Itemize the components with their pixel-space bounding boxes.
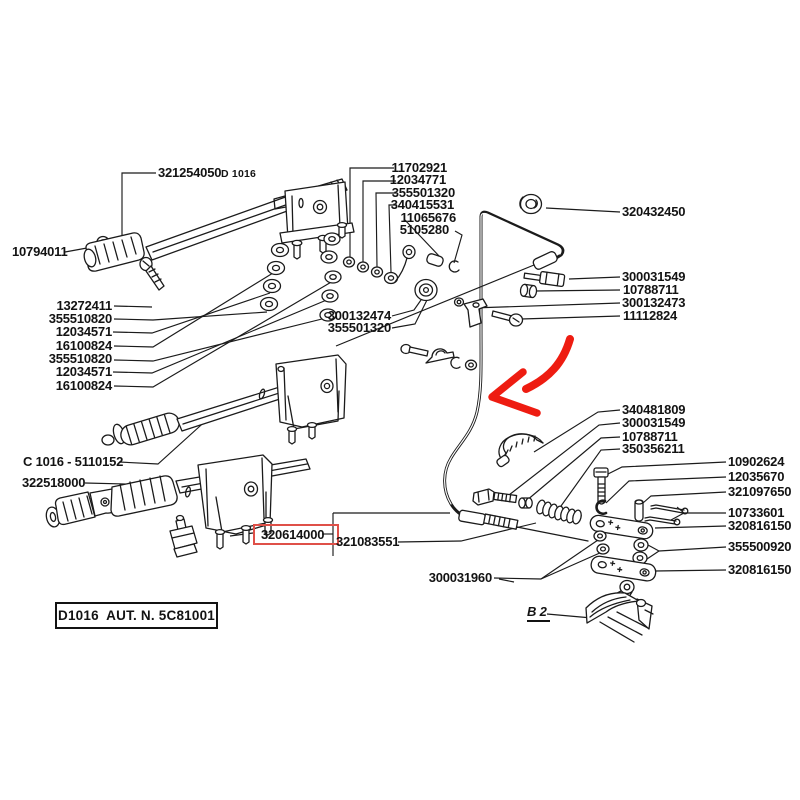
part-label-300132474: 300132474 (327, 308, 391, 323)
ref-label-b2: B 2 (527, 604, 550, 622)
part-label-320432450: 320432450 (622, 204, 686, 219)
part-label-12034771: 12034771 (389, 172, 446, 187)
upper-lever-art (145, 178, 355, 261)
cable-end-fittings-art (394, 244, 460, 302)
ref-label-c1016-5110152: C 1016 - 5110152 (23, 454, 124, 469)
part-label-13272411: 13272411 (56, 298, 112, 313)
pedal-blade-art (585, 579, 654, 643)
red-arrow (488, 335, 574, 417)
part-label-320614000-highlighted: 320614000 (253, 524, 340, 545)
part-label-12034571: 12034571 (55, 324, 112, 339)
part-label-355510820: 355510820 (48, 311, 112, 326)
part-label-355501320-2: 355501320 (327, 320, 391, 335)
part-label-16100824: 16100824 (55, 338, 112, 353)
part-label-321083551: 321083551 (336, 534, 400, 549)
drawing-reference-box: D1016 AUT. N. 5C81001 (55, 602, 218, 629)
part-label-11702921: 11702921 (391, 160, 447, 175)
part-label-16100824-2: 16100824 (55, 378, 112, 393)
part-label-300031960: 300031960 (428, 570, 492, 585)
part-label-320816150: 320816150 (728, 518, 792, 533)
middle-lever-art (101, 354, 347, 446)
grip-pin-art (83, 232, 165, 291)
brake-cable-art (335, 210, 589, 542)
part-label-300132473: 300132473 (622, 295, 686, 310)
clamp-row-art (400, 343, 478, 371)
part-label-10733601: 10733601 (728, 505, 785, 520)
part-label-320816150-2: 320816150 (728, 562, 792, 577)
part-label-355500920: 355500920 (728, 539, 792, 554)
part-label-340481809: 340481809 (622, 402, 686, 417)
part-label-355510820-2: 355510820 (48, 351, 112, 366)
part-label-355501320: 355501320 (391, 185, 455, 200)
part-label-11065676: 11065676 (400, 210, 456, 225)
part-label-340415531: 340415531 (390, 197, 454, 212)
drawing-reference-text: D1016 AUT. N. 5C81001 (58, 608, 215, 623)
knob-and-bolts-art (453, 193, 566, 328)
part-label-10794011: 10794011 (12, 244, 68, 259)
part-label-321254050: 321254050 (158, 165, 222, 180)
part-label-12034571-2: 12034571 (55, 364, 112, 379)
leader-lines (64, 167, 727, 619)
part-label-11112824: 11112824 (623, 308, 678, 323)
ref-label-d1016: D 1016 (221, 168, 257, 180)
part-label-10902624: 10902624 (728, 454, 785, 469)
plates-hardware-art (589, 467, 689, 582)
adjuster-spring-art (472, 433, 582, 525)
washer-stacks-art (259, 232, 399, 322)
part-label-10788711-2: 10788711 (622, 429, 678, 444)
lower-lever-art (45, 454, 311, 558)
part-label-321097650: 321097650 (728, 484, 792, 499)
part-label-10788711: 10788711 (623, 282, 679, 297)
part-label-322518000: 322518000 (22, 475, 86, 490)
part-label-350356211: 350356211 (622, 441, 685, 456)
part-label-300031549-2: 300031549 (622, 415, 686, 430)
part-label-12035670: 12035670 (728, 469, 785, 484)
part-label-300031549: 300031549 (622, 269, 686, 284)
part-label-5105280: 5105280 (399, 222, 449, 237)
